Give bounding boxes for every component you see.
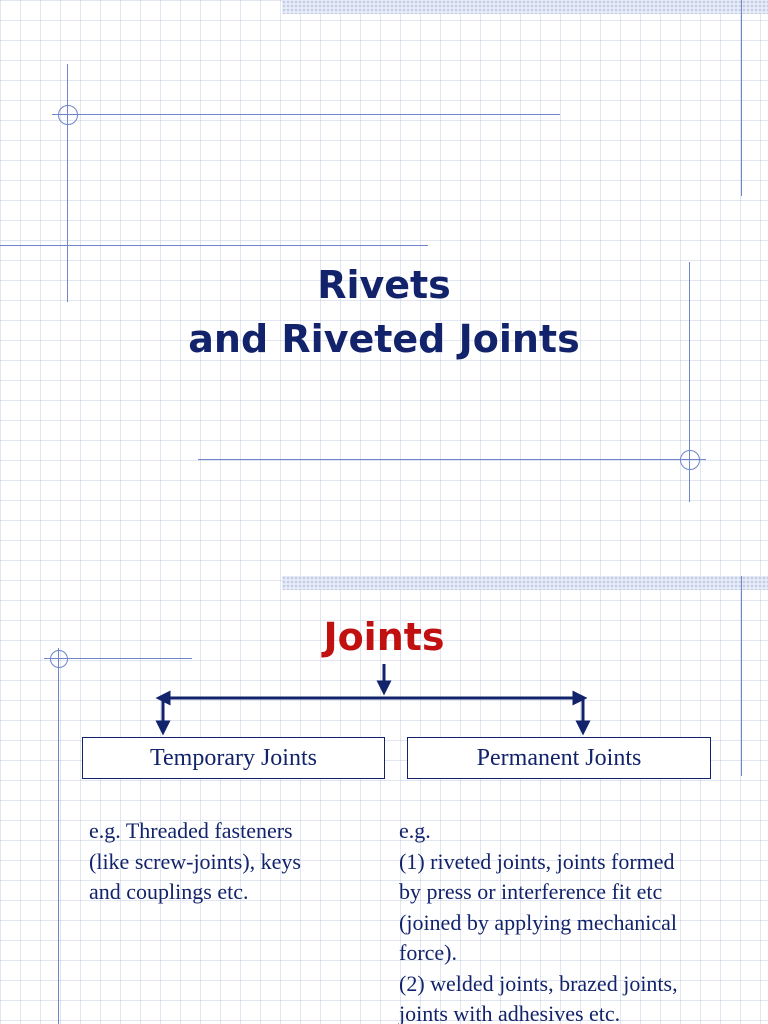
joints-heading: Joints — [323, 615, 445, 659]
temporary-joints-box: Temporary Joints — [82, 737, 385, 779]
crosshair-circle-decoration — [58, 105, 78, 125]
guide-line-decoration — [741, 0, 742, 196]
example-line: (like screw-joints), keys — [89, 848, 301, 874]
guide-line-decoration — [52, 114, 560, 115]
guide-line-decoration — [0, 245, 428, 246]
guide-line-decoration — [44, 658, 192, 659]
permanent-joints-examples: e.g. (1) riveted joints, joints formed b… — [399, 816, 678, 1024]
example-line: and couplings etc. — [89, 879, 249, 904]
slide-title-line-2: and Riveted Joints — [188, 317, 580, 361]
guide-line-decoration — [58, 648, 59, 1024]
title-slide: Rivets and Riveted Joints — [0, 0, 768, 502]
example-line: force). — [399, 940, 458, 965]
example-line: (joined by applying mechanical — [399, 909, 677, 935]
guide-line-decoration — [67, 64, 68, 302]
guide-line-decoration — [198, 459, 706, 460]
joints-slide: Joints Temporary Joints Permanent Joints… — [0, 512, 768, 1024]
example-line: joints with adhesives etc. — [399, 1001, 621, 1024]
connector-arrows — [155, 664, 591, 736]
permanent-joints-box: Permanent Joints — [407, 737, 711, 779]
example-line: (2) welded joints, brazed joints, — [399, 970, 678, 996]
slide-title-line-1: Rivets — [317, 263, 451, 307]
temporary-joints-examples: e.g. Threaded fasteners (like screw-join… — [89, 816, 301, 908]
example-line: by press or interference fit etc — [399, 879, 663, 904]
guide-line-decoration — [689, 262, 690, 502]
crosshair-circle-decoration — [50, 650, 68, 668]
dotted-band-decoration — [282, 0, 768, 14]
example-line: e.g. — [399, 818, 431, 843]
dotted-band-decoration — [282, 576, 768, 590]
example-line: (1) riveted joints, joints formed — [399, 848, 675, 874]
guide-line-decoration — [741, 576, 742, 776]
crosshair-circle-decoration — [680, 450, 700, 470]
example-line: e.g. Threaded fasteners — [89, 818, 293, 843]
